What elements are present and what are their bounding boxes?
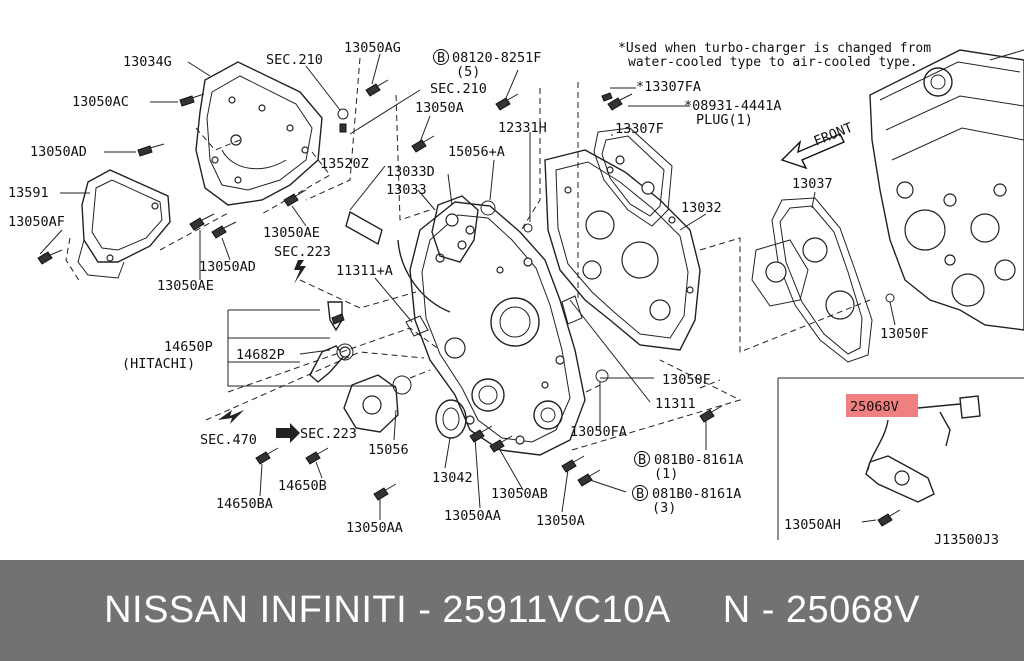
highlight-box [846,394,918,417]
label-13032: 13032 [681,200,722,216]
label-sec223-top: SEC.223 [274,244,331,260]
label-13050ae-bottom: 13050AE [157,278,214,294]
section-arrows [218,260,306,443]
label-sec210-b: SEC.210 [430,81,487,97]
front-arrow [780,133,845,170]
label-12331h: 12331H [498,120,547,136]
label-13050ad-left: 13050AD [30,144,87,160]
part-labels: 13034G 13050AC 13050AD 13591 13050AF 130… [8,40,999,548]
label-13050ae-mid: 13050AE [263,225,320,241]
label-13050ad-mid: 13050AD [199,259,256,275]
label-13307f: 13307F [615,121,664,137]
label-13034g: 13034G [123,54,172,70]
label-hitachi: (HITACHI) [122,356,195,372]
cover-13591-drawing [77,169,171,279]
label-b-marker-2: B [638,452,646,468]
label-13050aa-left: 13050AA [346,520,403,536]
oil-pump-drawing [309,210,412,433]
label-13307fa: *13307FA [636,79,701,95]
label-14650p: 14650P [164,339,213,355]
bolt-b-circle-icon [433,49,449,65]
label-plug: PLUG(1) [696,112,753,128]
sensor-inset [777,377,1024,540]
note-line-2: water-cooled type to air-cooled type. [628,55,918,70]
seal-13042-drawing [405,200,609,439]
assembly-lines [65,57,871,451]
rear-case-13032-drawing [544,149,701,351]
label-13520z: 13520Z [320,156,369,172]
label-13037: 13037 [792,176,833,192]
label-08120-qty: (5) [456,64,480,80]
label-08120: 08120-8251F [452,50,541,66]
label-b-marker-1: B [437,50,445,66]
banner-oem-number: NISSAN INFINITI - 25911VC10A [104,589,671,631]
label-081b0-a: 081B0-8161A [654,452,743,468]
label-14650ba: 14650BA [216,496,273,512]
label-sec210-a: SEC.210 [266,52,323,68]
bolt-glyphs [37,79,895,501]
label-13050ah: 13050AH [784,517,841,533]
label-13050a-top: 13050A [415,100,464,116]
parts-diagram: 13034G 13050AC 13050AD 13591 13050AF 130… [8,40,1024,548]
label-081b0-b: 081B0-8161A [652,486,741,502]
label-081b0-a-qty: (1) [654,466,678,482]
label-08931: *08931-4441A [684,98,782,114]
cover-13033-drawing [397,195,479,313]
label-14650b: 14650B [278,478,327,494]
label-13050ac: 13050AC [72,94,129,110]
label-13042: 13042 [432,470,473,486]
label-13050f-mid: 13050F [662,372,711,388]
chain-case-drawing [409,201,586,456]
banner-part-number: N - 25068V [722,589,920,631]
label-081b0-b-qty: (3) [652,500,676,516]
label-13050ag: 13050AG [344,40,401,56]
label-13050a-bottom: 13050A [536,513,585,529]
label-sec223-bottom: SEC.223 [300,426,357,442]
bolt-b-circle-icon-3 [632,485,648,501]
label-sec470: SEC.470 [200,432,257,448]
label-13591: 13591 [8,185,49,201]
leader-lines [39,53,896,520]
label-13050ab: 13050AB [491,486,548,502]
label-15056a: 15056+A [448,144,505,160]
label-11311a: 11311+A [336,263,393,279]
part-number-banner: NISSAN INFINITI - 25911VC10A N - 25068V [0,560,1024,661]
label-15056: 15056 [368,442,409,458]
label-11311: 11311 [655,396,696,412]
note-line-1: *Used when turbo-charger is changed from [618,41,931,56]
label-b-marker-3: B [636,486,644,502]
label-25068v: 25068V [850,399,899,415]
gasket-13307f-drawing [593,127,673,227]
gasket-13037-drawing [751,197,873,363]
bolt-b-circle-icon-2 [634,451,650,467]
label-13033d: 13033D [386,164,435,180]
label-13033: 13033 [386,182,427,198]
label-14682p: 14682P [236,347,285,363]
figure-code: J13500J3 [934,532,999,548]
cover-13034g-drawing [195,61,323,206]
label-13050fa: 13050FA [570,424,627,440]
label-13050aa-mid: 13050AA [444,508,501,524]
label-13050af: 13050AF [8,214,65,230]
label-13050f-right: 13050F [880,326,929,342]
engine-block-drawing [869,49,1024,331]
